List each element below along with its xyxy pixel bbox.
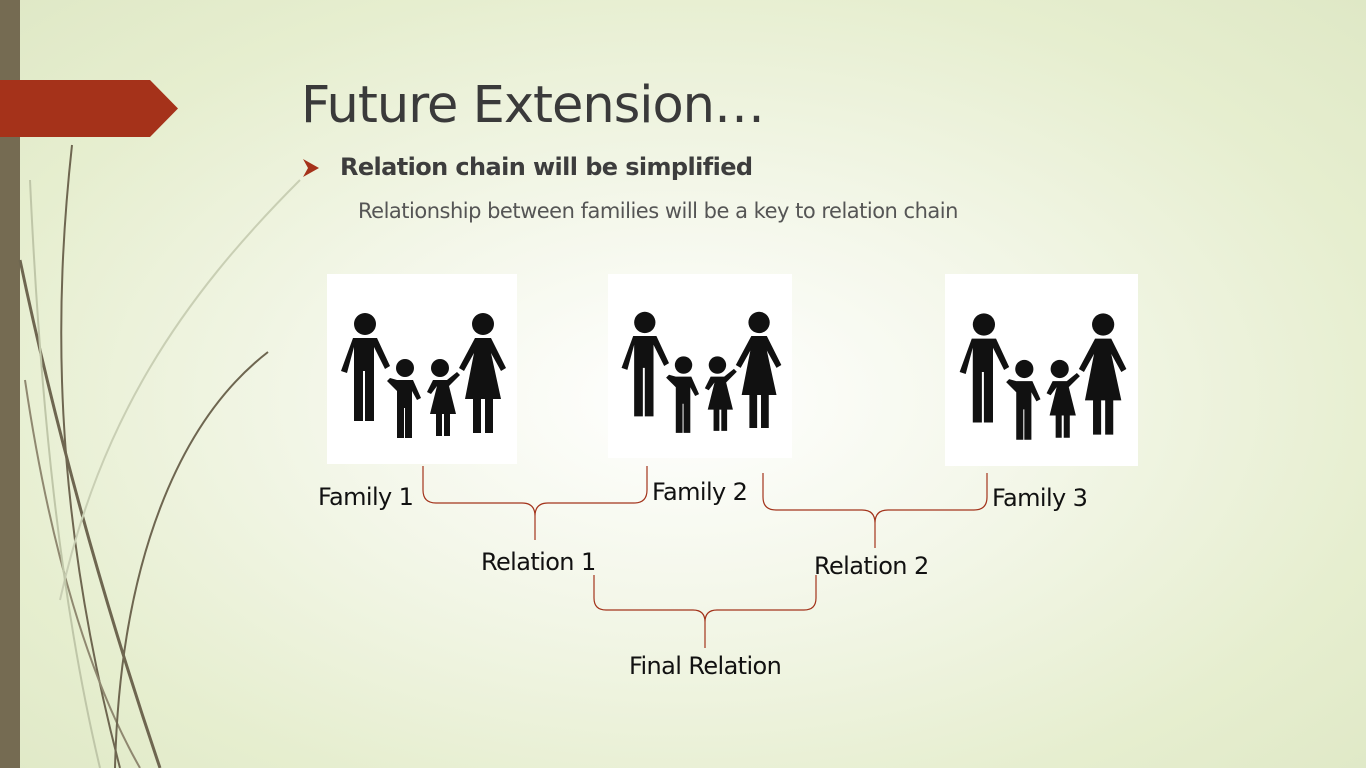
slide-title: Future Extension… bbox=[301, 76, 765, 135]
title-arrow-tab bbox=[0, 80, 178, 137]
brace-final-relation bbox=[593, 575, 817, 648]
bullet-subtext: Relationship between families will be a … bbox=[358, 199, 958, 223]
family-3-label: Family 3 bbox=[992, 484, 1088, 512]
brace-relation-1 bbox=[422, 466, 648, 540]
relation-1-label: Relation 1 bbox=[481, 548, 596, 576]
family-3-image bbox=[945, 274, 1138, 466]
relation-2-label: Relation 2 bbox=[814, 552, 929, 580]
brace-relation-2 bbox=[762, 473, 988, 548]
family-1-label: Family 1 bbox=[318, 483, 414, 511]
bullet-heading: Relation chain will be simplified bbox=[340, 153, 753, 181]
left-accent-bar bbox=[0, 0, 20, 768]
decorative-stems bbox=[18, 144, 301, 768]
family-2-label: Family 2 bbox=[652, 478, 748, 506]
family-1-image bbox=[327, 274, 517, 464]
family-2-image bbox=[608, 274, 792, 458]
final-relation-label: Final Relation bbox=[629, 652, 782, 680]
bullet-arrow-icon bbox=[303, 159, 319, 177]
